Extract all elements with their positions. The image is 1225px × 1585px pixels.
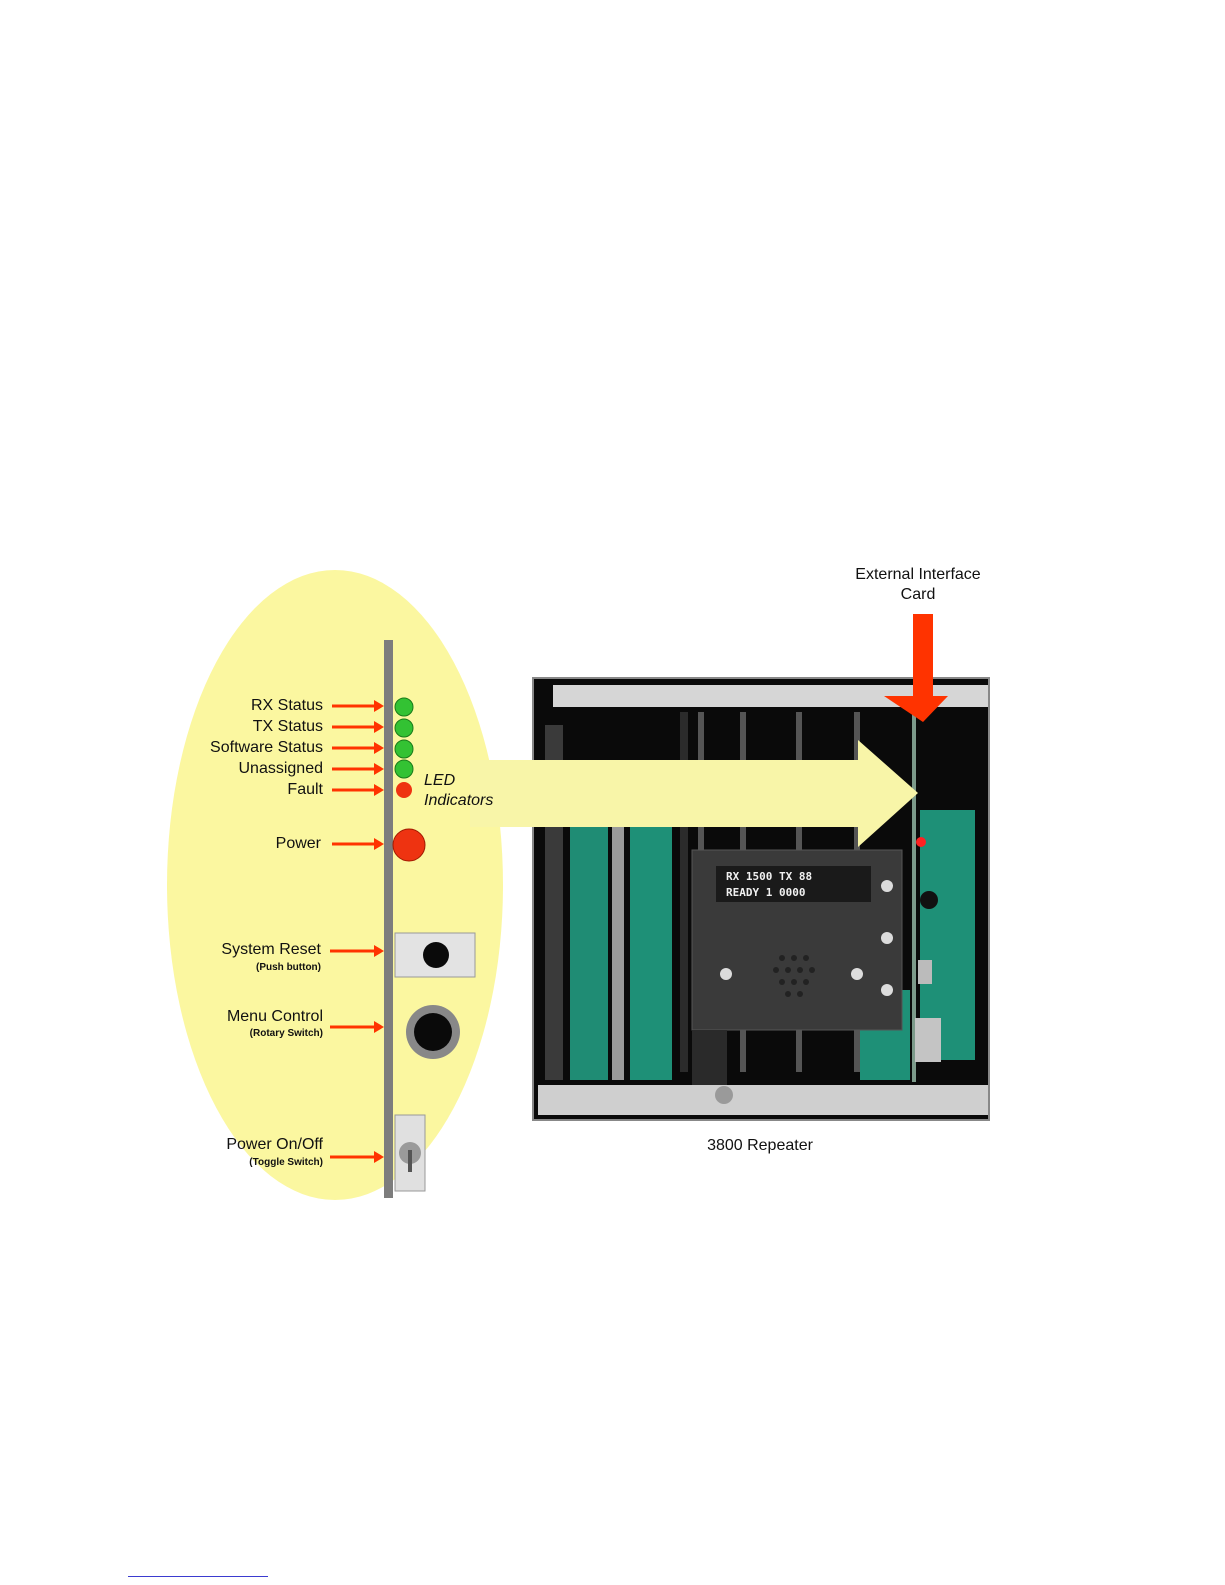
led-software-status (395, 740, 413, 758)
label-menu-control-sub: (Rotary Switch) (250, 1028, 323, 1039)
panel-highlight-ellipse (167, 570, 503, 1200)
lcd-line-1: RX 1500 TX 88 (726, 870, 812, 883)
label-led-indicators-2: Indicators (424, 792, 493, 810)
label-power: Power (276, 835, 321, 853)
label-tx-status: TX Status (253, 718, 323, 736)
label-power-onoff: Power On/Off (226, 1136, 323, 1154)
label-external-interface-2: Card (818, 586, 1018, 604)
label-led-indicators-1: LED (424, 772, 455, 790)
led-tx-status (395, 719, 413, 737)
label-system-reset: System Reset (221, 941, 321, 959)
label-power-onoff-sub: (Toggle Switch) (249, 1157, 323, 1168)
system-reset-button (395, 933, 475, 977)
lcd-line-2: READY 1 0000 (726, 886, 805, 899)
label-external-interface-1: External Interface (818, 566, 1018, 584)
label-menu-control: Menu Control (227, 1008, 323, 1026)
power-toggle-switch (395, 1115, 425, 1191)
repeater-photo (533, 678, 989, 1120)
label-software-status: Software Status (210, 739, 323, 757)
label-rx-status: RX Status (251, 697, 323, 715)
front-panel-strip (384, 640, 393, 1198)
caption-3800-repeater: 3800 Repeater (660, 1137, 860, 1155)
label-fault: Fault (287, 781, 323, 799)
menu-control-rotary-switch (406, 1005, 460, 1059)
label-system-reset-sub: (Push button) (256, 962, 321, 973)
led-fault (396, 782, 412, 798)
led-rx-status (395, 698, 413, 716)
led-unassigned (395, 760, 413, 778)
label-unassigned: Unassigned (239, 760, 324, 778)
led-power (393, 829, 425, 861)
footnote-separator (128, 1576, 268, 1577)
